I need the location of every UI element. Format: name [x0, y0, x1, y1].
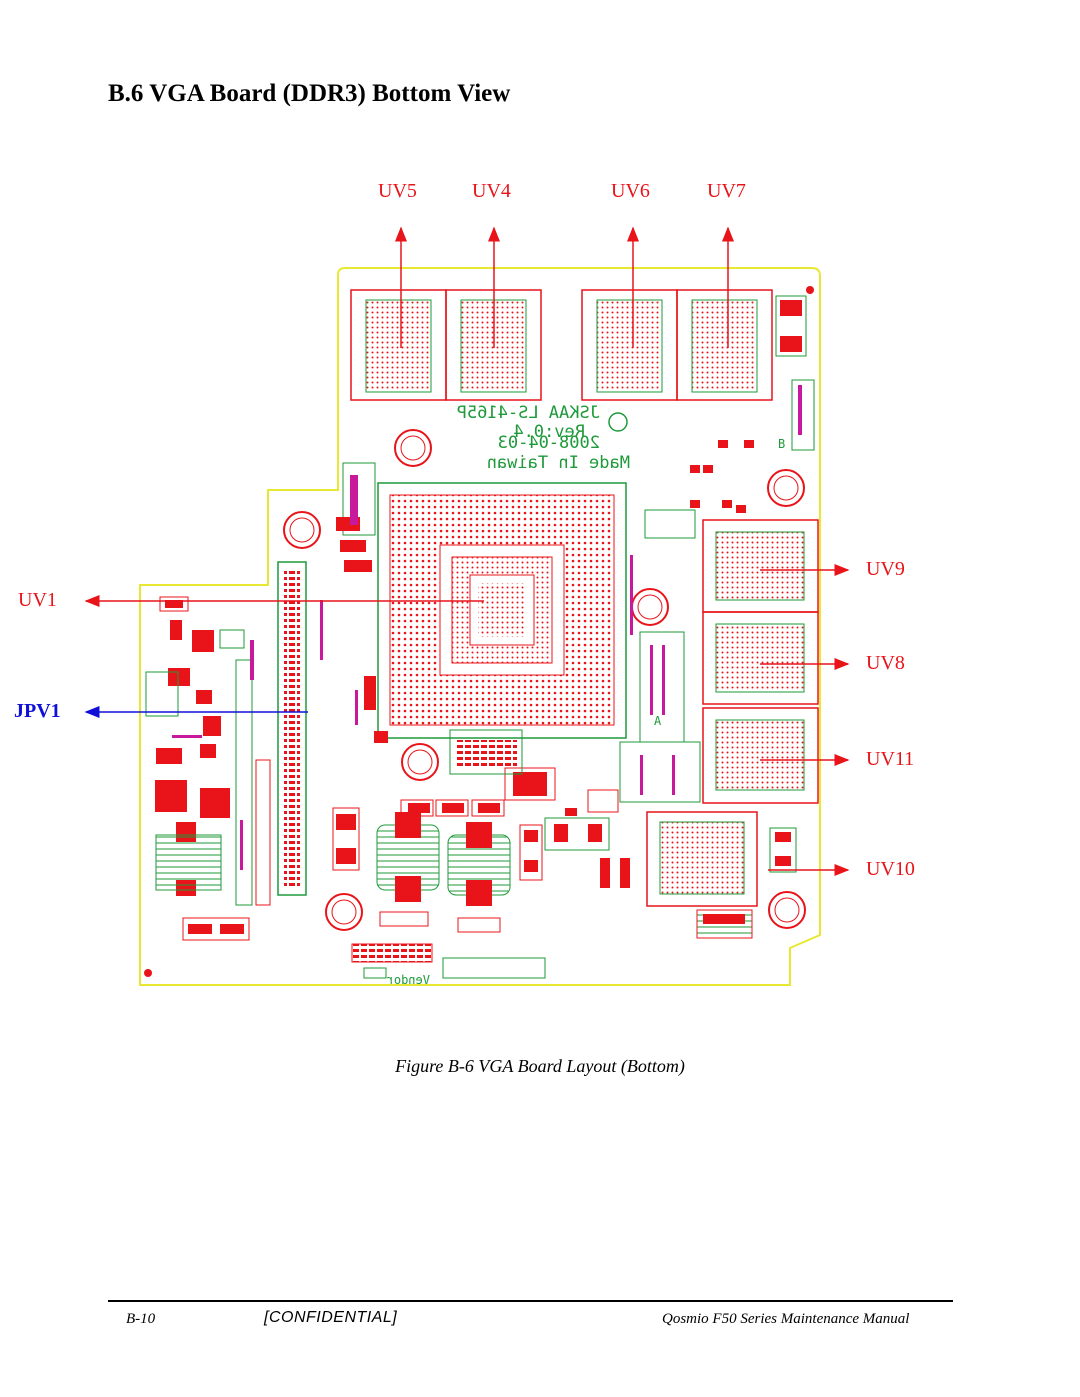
label-uv11: UV11	[866, 748, 915, 770]
label-uv10: UV10	[866, 858, 915, 880]
label-uv7: UV7	[707, 180, 746, 202]
svg-text:Made In Taiwan: Made In Taiwan	[487, 453, 630, 473]
memory-chip-uv6	[581, 289, 678, 401]
board-outline	[139, 267, 821, 986]
svg-text:B: B	[778, 437, 785, 451]
inductor-1	[376, 812, 440, 902]
section-heading: B.6 VGA Board (DDR3) Bottom View	[108, 80, 511, 107]
connector-jpv1	[235, 561, 307, 906]
gpu-chip-uv1	[377, 482, 627, 739]
memory-chip-uv7	[676, 289, 773, 401]
label-uv6: UV6	[611, 180, 650, 202]
memory-chip-uv10	[646, 811, 758, 907]
silkscreen-text: JSKAA LS-4165P Rev:0.4 2008-04-03 Made I…	[457, 403, 630, 473]
footer-divider	[108, 1300, 953, 1302]
memory-chip-uv8	[702, 611, 819, 705]
svg-text:Vendor: Vendor	[387, 973, 430, 987]
label-uv4: UV4	[472, 180, 511, 202]
svg-text:Rev:0.4: Rev:0.4	[513, 422, 585, 442]
memory-chip-uv9	[702, 519, 819, 613]
memory-chip-uv11	[702, 707, 819, 804]
label-uv1: UV1	[18, 589, 57, 611]
callout-arrows	[84, 226, 850, 876]
footer-confidential: [CONFIDENTIAL]	[264, 1309, 398, 1326]
label-jpv1: JPV1	[14, 700, 61, 722]
footer-manual-title: Qosmio F50 Series Maintenance Manual	[662, 1311, 910, 1327]
label-uv5: UV5	[378, 180, 417, 202]
svg-text:A: A	[654, 714, 662, 728]
memory-chip-uv5	[350, 289, 447, 401]
label-uv8: UV8	[866, 652, 905, 674]
figure-caption: Figure B-6 VGA Board Layout (Bottom)	[395, 1056, 685, 1076]
vga-board-diagram: JSKAA LS-4165P Rev:0.4 2008-04-03 Made I…	[84, 226, 850, 987]
svg-text:JSKAA LS-4165P: JSKAA LS-4165P	[457, 403, 600, 423]
svg-text:2008-04-03: 2008-04-03	[498, 433, 600, 453]
inductor-2	[447, 822, 511, 906]
label-uv9: UV9	[866, 558, 905, 580]
footer-page-number: B-10	[126, 1311, 156, 1327]
